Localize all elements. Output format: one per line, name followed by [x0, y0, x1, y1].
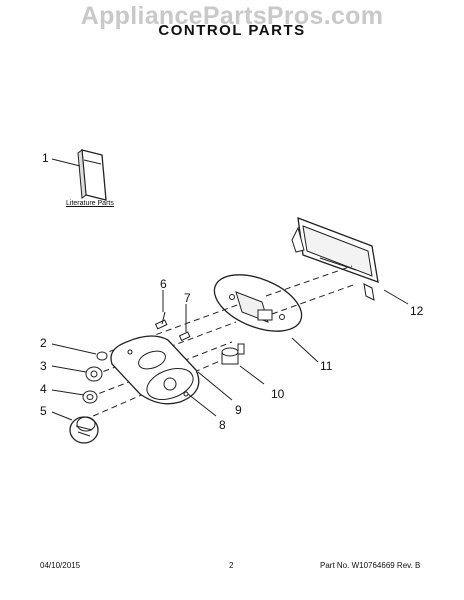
literature-booklet — [77, 149, 107, 201]
control-plate — [213, 274, 303, 332]
leader-10 — [239, 365, 265, 385]
shaft — [178, 331, 191, 342]
leader-1 — [51, 158, 81, 167]
callout-11: 11 — [320, 359, 333, 373]
callout-4: 4 — [40, 382, 47, 396]
bushing — [85, 366, 103, 382]
callout-6: 6 — [160, 277, 167, 291]
spacer — [82, 390, 98, 404]
switch — [221, 343, 245, 365]
knob — [69, 416, 99, 444]
leader-8 — [187, 393, 217, 417]
leader-3 — [51, 365, 87, 373]
callout-5: 5 — [40, 404, 47, 418]
callout-9: 9 — [235, 403, 242, 417]
callout-1: 1 — [42, 151, 49, 165]
callout-3: 3 — [40, 359, 47, 373]
watermark: AppliancePartsPros.com — [80, 2, 384, 30]
footer-part-number: Part No. W10764669 Rev. B — [320, 561, 421, 570]
footer-page-number: 2 — [229, 561, 234, 570]
leader-2 — [51, 343, 97, 355]
literature-parts-label: Literature Parts — [66, 200, 114, 207]
leader-11 — [291, 337, 319, 363]
callout-10: 10 — [271, 387, 285, 401]
callout-2: 2 — [40, 336, 47, 350]
callout-8: 8 — [219, 418, 226, 432]
leader-5 — [51, 411, 73, 421]
screw — [154, 311, 168, 330]
switch-plate — [146, 367, 194, 401]
footer-date: 04/10/2015 — [40, 561, 81, 570]
leader-12 — [383, 289, 409, 305]
control-housing — [291, 217, 379, 301]
leader-4 — [51, 389, 85, 396]
page-title: CONTROL PARTS — [158, 22, 306, 39]
cap — [96, 351, 108, 361]
callout-7: 7 — [184, 291, 191, 305]
leader-9 — [197, 371, 233, 401]
callout-12: 12 — [410, 304, 424, 318]
